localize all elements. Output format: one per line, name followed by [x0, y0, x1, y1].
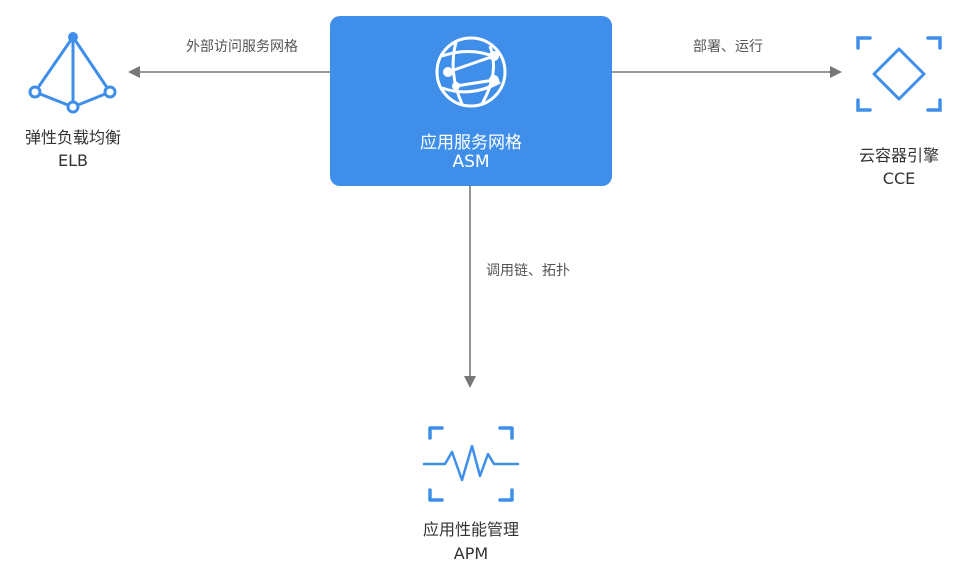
asm-name: 应用服务网格	[420, 133, 522, 153]
elb-code: ELB	[58, 151, 88, 170]
elb-name: 弹性负载均衡	[24, 128, 121, 147]
edge-label-to-cce: 部署、运行	[693, 39, 763, 55]
apm-code: APM	[453, 544, 489, 563]
cce-name: 云容器引擎	[858, 146, 939, 165]
apm-name: 应用性能管理	[422, 520, 519, 539]
edge-label-to-elb: 外部访问服务网格	[186, 39, 298, 55]
cce-code: CCE	[882, 169, 916, 188]
edge-label-to-apm: 调用链、拓扑	[486, 263, 570, 279]
asm-node: 应用服务网格 ASM	[330, 16, 612, 186]
edge-to-apm-arrowhead	[464, 376, 476, 388]
globe-network-icon	[435, 36, 507, 108]
asm-code: ASM	[452, 152, 490, 172]
edge-to-cce-arrowhead	[830, 66, 842, 78]
edge-to-elb-arrowhead	[128, 66, 140, 78]
